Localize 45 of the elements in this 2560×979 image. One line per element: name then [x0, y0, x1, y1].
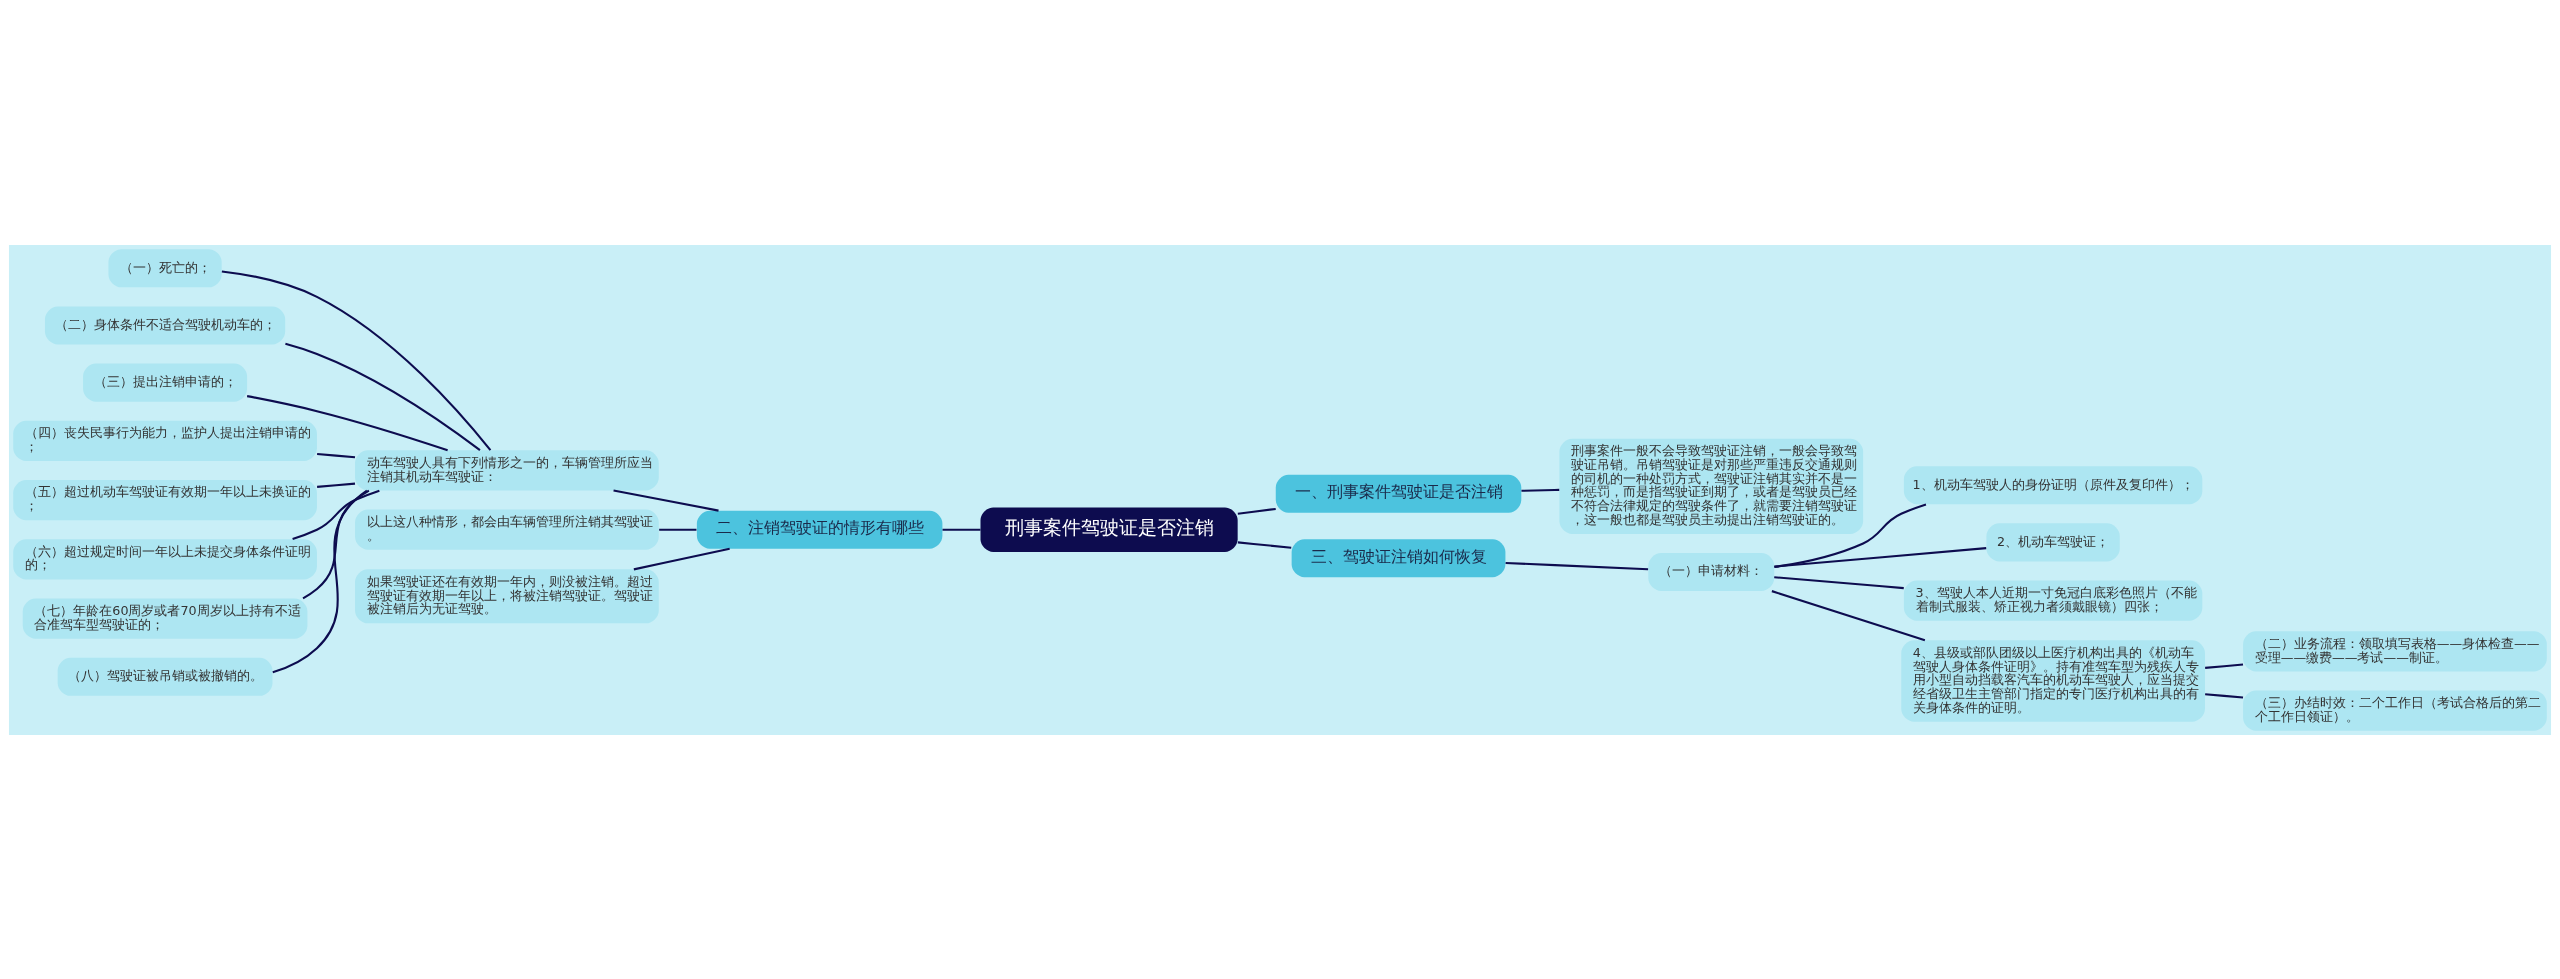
connector	[942, 528, 981, 531]
node-box: （三）提出注销申请的；	[83, 363, 248, 402]
node-box: 刑事案件驾驶证是否注销	[980, 506, 1238, 552]
node-box: 刑事案件一般不会导致驾驶证注销，一般会导致驾驶证吊销。吊销驾驶证是对那些严重违反交通规则的司机的一种处罚方式，驾驶证注销其实并不是一种惩罚，而是指驾驶证到期了，或者是驾驶员已经不符合法律规定的驾驶条件了，就需要注销驾驶证，这一般也都是驾驶员主动提出注销驾驶证的。	[1559, 438, 1864, 534]
node-box: （三）办结时效：二个工作日（考试合格后的第二个工作日领证）。	[2243, 690, 2547, 731]
connector	[1237, 540, 1292, 549]
connector	[302, 489, 370, 599]
node-box: （八）驾驶证被吊销或被撤销的。	[57, 657, 273, 696]
connector	[221, 269, 492, 451]
connector	[613, 489, 719, 512]
node-box: 动车驾驶人具有下列情形之一的，车辆管理所应当注销其机动车驾驶证：	[355, 449, 659, 491]
node-box: （七）年龄在60周岁或者70周岁以上持有不适合准驾车型驾驶证的；	[22, 598, 308, 639]
node-box: 4、县级或部队团级以上医疗机构出具的《机动车驾驶人身体条件证明》。持有准驾车型为残疾人专用小型自动挡载客汽车的机动车驾驶人，应当提交经省级卫生主管部门指定的专门医疗机构出具的有关身体条件的证明。	[1901, 639, 2205, 722]
connector	[1521, 488, 1560, 492]
node-box: 二、注销驾驶证的情形有哪些	[696, 510, 943, 549]
connector	[2205, 663, 2244, 669]
node-box: （二）业务流程：领取填写表格——身体检查——受理——缴费——考试——制证。	[2243, 630, 2547, 671]
connector	[659, 528, 697, 531]
node-box: 1、机动车驾驶人的身份证明（原件及复印件）；	[1903, 465, 2203, 504]
connector	[285, 342, 481, 451]
connector	[1505, 561, 1649, 570]
connector	[1774, 575, 1904, 589]
node-box: （一）申请材料：	[1648, 552, 1775, 591]
node-box: （五）超过机动车驾驶证有效期一年以上未换证的；	[13, 479, 317, 520]
connector	[633, 547, 730, 570]
node-box: 以上这八种情形，都会由车辆管理所注销其驾驶证。	[355, 509, 659, 550]
connector	[317, 452, 356, 458]
connector	[1237, 507, 1276, 515]
connector	[1771, 589, 1926, 641]
node-box: 3、驾驶人本人近期一寸免冠白底彩色照片（不能着制式服装、矫正视力者须戴眼镜）四张；	[1903, 580, 2203, 621]
connector	[292, 489, 380, 540]
node-box: （一）死亡的；	[108, 248, 222, 287]
node-box: 三、驾驶证注销如何恢复	[1291, 538, 1506, 577]
connector	[317, 482, 356, 488]
connector	[272, 489, 368, 673]
node-box: （二）身体条件不适合驾驶机动车的；	[44, 305, 286, 344]
connector	[1774, 502, 1927, 568]
connector	[246, 394, 448, 451]
node-box: （六）超过规定时间一年以上未提交身体条件证明的；	[13, 538, 317, 579]
node-box: （四）丧失民事行为能力，监护人提出注销申请的；	[13, 420, 317, 461]
connector	[2205, 692, 2244, 699]
node-box: 一、刑事案件驾驶证是否注销	[1275, 474, 1522, 513]
node-box: 2、机动车驾驶证；	[1986, 522, 2120, 561]
node-box: 如果驾驶证还在有效期一年内，则没被注销。超过驾驶证有效期一年以上，将被注销驾驶证。驾驶证被注销后为无证驾驶。	[355, 568, 659, 623]
connector	[1774, 546, 1987, 568]
